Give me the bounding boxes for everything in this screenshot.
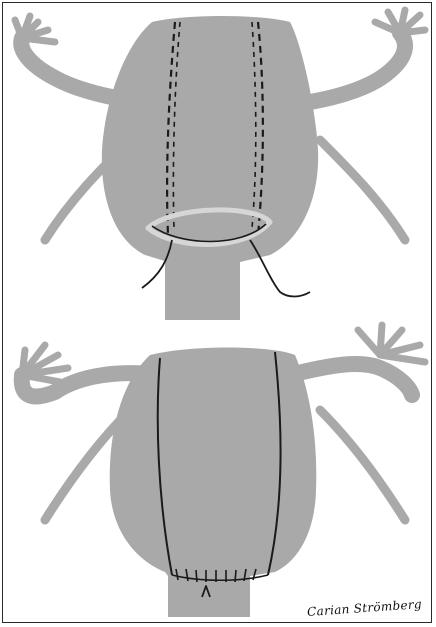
bottom-right-ligament (320, 410, 405, 520)
top-panel (15, 10, 425, 320)
bottom-panel (22, 325, 425, 617)
top-right-tube (290, 10, 425, 105)
bottom-uterus-body (110, 348, 317, 618)
bottom-right-tube (290, 325, 425, 395)
top-cervix (165, 255, 240, 320)
top-right-ligament (320, 140, 405, 240)
